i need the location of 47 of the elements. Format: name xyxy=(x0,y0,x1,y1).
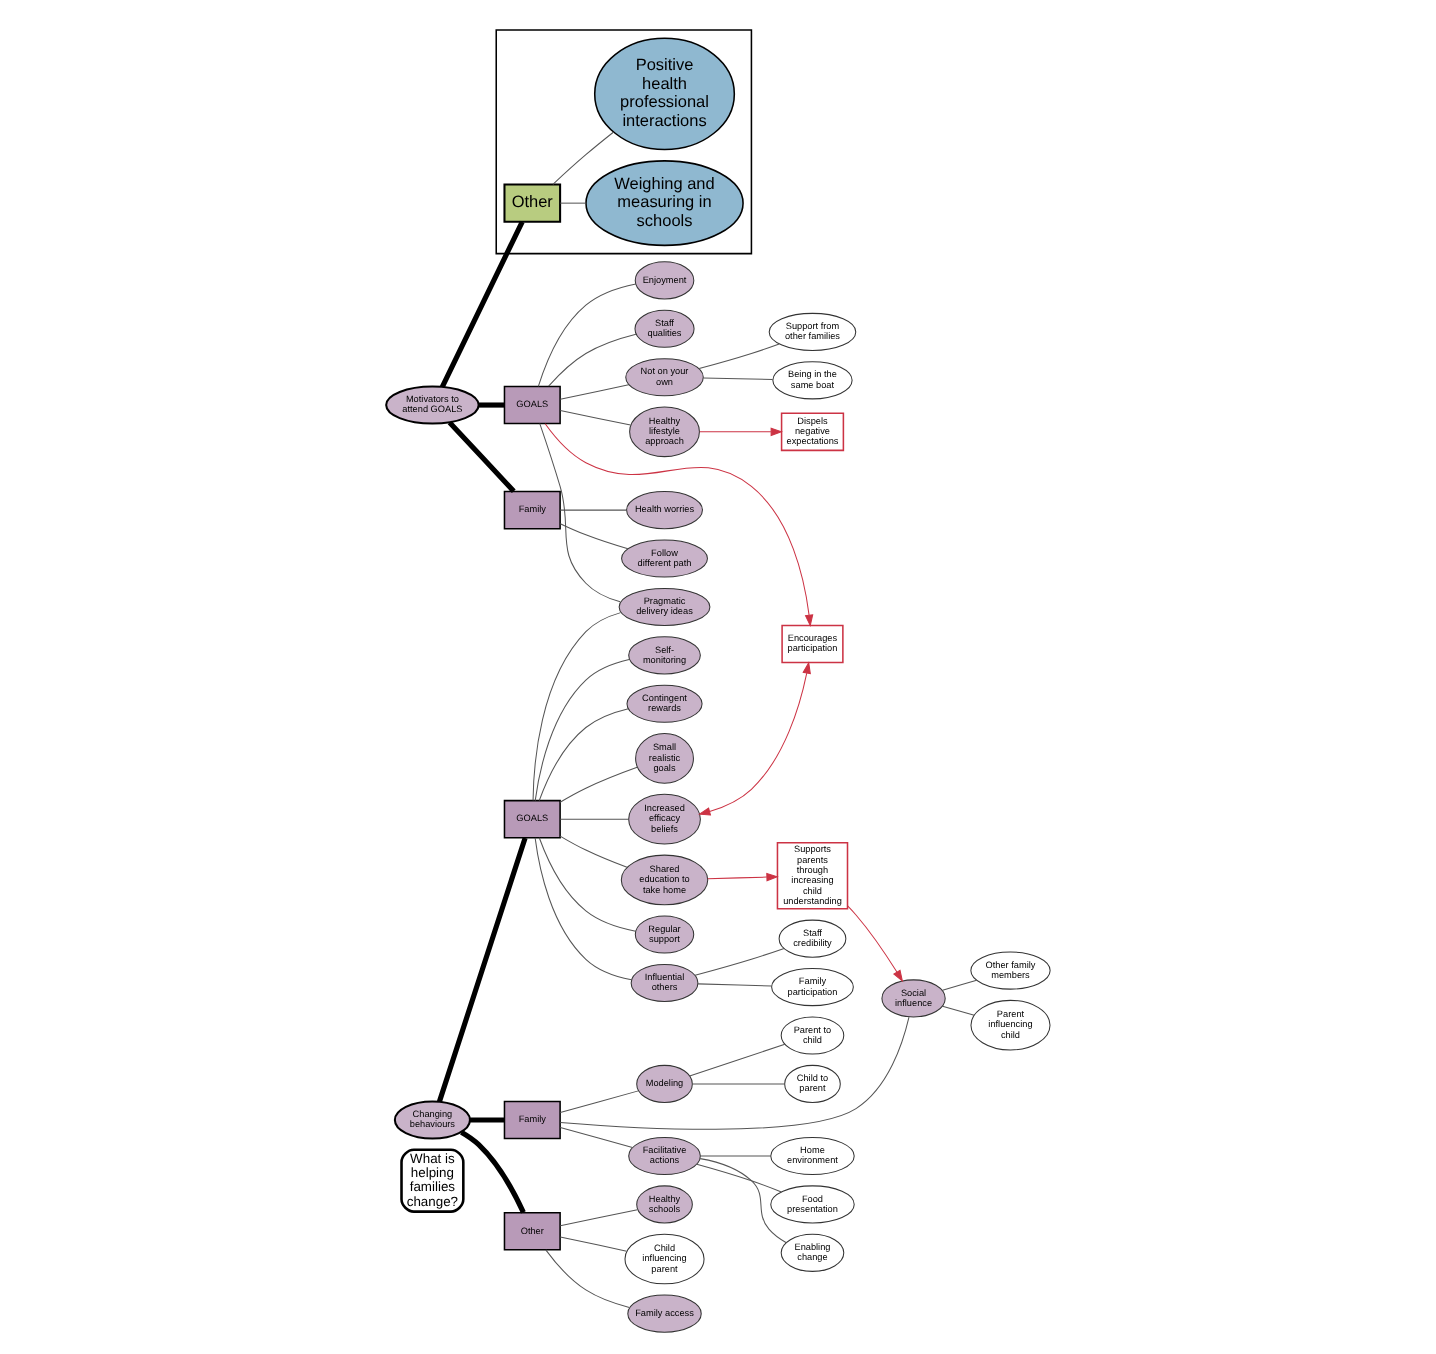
connector xyxy=(699,1158,787,1244)
connector xyxy=(532,612,622,801)
connector xyxy=(436,837,528,1103)
connector xyxy=(697,983,773,987)
connector xyxy=(478,402,505,408)
connector xyxy=(694,947,785,976)
connector xyxy=(559,509,627,511)
connector xyxy=(548,333,637,387)
arrow xyxy=(698,661,811,816)
arrow xyxy=(707,872,779,882)
cluster xyxy=(495,29,753,255)
connector xyxy=(700,1155,772,1157)
connector xyxy=(469,1117,505,1123)
connector xyxy=(942,1005,975,1016)
connector xyxy=(559,1209,638,1227)
connector xyxy=(689,1043,786,1077)
connector xyxy=(460,1129,526,1214)
node-box: Other xyxy=(503,183,562,223)
connector xyxy=(559,1090,639,1113)
connector xyxy=(559,835,628,868)
connector xyxy=(698,343,780,370)
connector xyxy=(539,423,621,603)
arrow xyxy=(847,905,904,983)
connector xyxy=(447,420,516,494)
connector xyxy=(559,1236,628,1252)
connector xyxy=(559,523,629,550)
connector xyxy=(534,659,630,802)
connector xyxy=(942,979,978,991)
connector xyxy=(552,131,614,185)
connector xyxy=(440,220,525,388)
connector xyxy=(559,384,630,400)
connector xyxy=(559,202,587,204)
connector xyxy=(537,283,637,387)
connector xyxy=(692,1083,785,1085)
connector xyxy=(696,1163,782,1193)
node-ellipse: Positive health professional interactions xyxy=(593,37,736,151)
connector xyxy=(559,766,638,803)
connector xyxy=(703,377,774,380)
connector xyxy=(559,818,630,820)
connector xyxy=(559,410,632,426)
connector xyxy=(534,837,632,981)
arrow xyxy=(699,427,783,437)
connector xyxy=(538,708,629,802)
connector xyxy=(559,1126,633,1148)
connector xyxy=(545,1249,630,1308)
connector xyxy=(538,837,637,932)
node-ellipse: Weighing and measuring in schools xyxy=(585,160,744,247)
